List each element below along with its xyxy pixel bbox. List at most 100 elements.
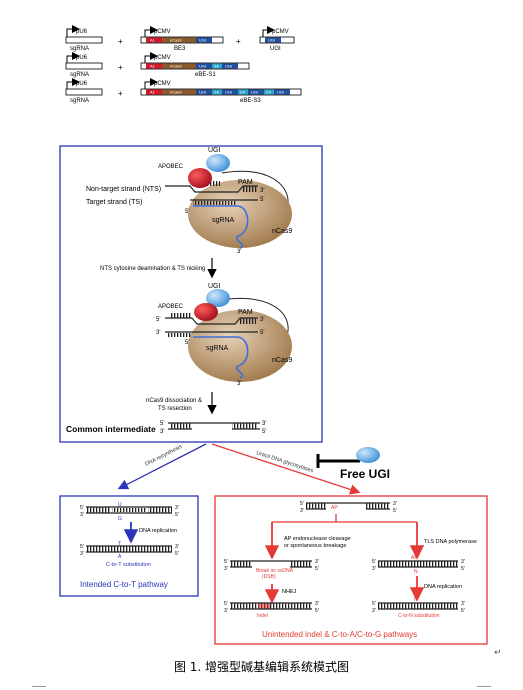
sgrna-label: sgRNA — [70, 72, 89, 78]
promoter-arrow — [262, 26, 275, 38]
sgrna-strand — [193, 205, 249, 249]
segment-label: A1 — [150, 90, 156, 95]
segment-label: UGI — [225, 90, 232, 95]
sgrna-label: sgRNA — [212, 217, 235, 224]
page-corner-mark — [477, 686, 491, 687]
end-label: 5' — [224, 559, 228, 565]
end-label: 3' — [262, 421, 266, 427]
promoter-label: pCMV — [154, 55, 171, 61]
end-label: 3' — [315, 559, 319, 565]
end-label: 5' — [372, 601, 376, 607]
end-label: 5' — [260, 197, 264, 203]
segment-label: A1 — [150, 38, 156, 43]
ap-site-label: AP — [331, 505, 338, 511]
resynthesis-label: DNA resynthesis — [144, 444, 183, 468]
apobec-segment — [146, 63, 162, 69]
dna-ticks — [378, 603, 458, 609]
segment-label: nCas9 — [170, 90, 182, 95]
complex-before: UGI APOBEC Non-target strand (NTS) Targe… — [86, 147, 292, 255]
segment-label: UGI — [268, 38, 275, 43]
end-label: 5' — [372, 559, 376, 565]
nts-strand — [191, 317, 241, 325]
dna-ticks — [86, 507, 110, 513]
ugi-protein — [206, 289, 230, 307]
indel-mark — [258, 603, 270, 609]
end-label: 3' — [224, 608, 228, 614]
free-ugi-label: Free UGI — [340, 467, 390, 481]
promoter-arrow — [144, 78, 158, 90]
sgrna-label: sgRNA — [206, 345, 229, 352]
apobec-label: APOBEC — [158, 164, 184, 170]
end-label: 5' — [393, 508, 397, 514]
plus-sign: + — [236, 37, 241, 46]
segment-label: UGI — [225, 64, 232, 69]
end-label: 3' — [175, 505, 179, 511]
break-label: Break on ssDNA — [256, 568, 294, 574]
plus-sign: + — [118, 89, 123, 98]
ncas9-segment — [162, 37, 196, 43]
segment-label: UGI — [199, 38, 206, 43]
sgrna-cassette — [65, 88, 103, 96]
segment-label: A1 — [150, 64, 156, 69]
dna-ticks — [170, 423, 192, 429]
guanine-label: G — [118, 516, 122, 522]
complex-after: UGI APOBEC PAM 5' 3' 3' 5' 5' sgRNA nCas… — [156, 283, 292, 387]
dna-ticks — [193, 201, 237, 205]
figure-caption: 图 1. 增强型碱基编辑系统模式图 — [173, 660, 350, 674]
right-dna-ap: 5' 3' 3' 5' AP — [300, 501, 397, 514]
promoter-arrow — [66, 25, 80, 38]
left-dna-2: 5' 3' 3' 5' T A — [80, 541, 179, 560]
end-label: 3' — [260, 188, 264, 194]
construct-name: UGI — [270, 46, 281, 52]
nhej-label: NHEJ — [282, 589, 297, 595]
end-label: 3' — [156, 330, 160, 336]
2a-segment — [264, 89, 274, 95]
segment-label: UGI — [199, 64, 206, 69]
end-label: 3' — [372, 566, 376, 572]
sgrna-label: sgRNA — [70, 46, 89, 52]
tls-label: TLS DNA polymerase — [424, 539, 477, 545]
uracil-label: U — [118, 502, 122, 508]
right-dna-break: 5' 3' 3' 5' Break on ssDNA (DSB) — [224, 559, 319, 580]
nts-strand — [189, 185, 244, 193]
ncas9-label: nCas9 — [272, 357, 292, 364]
end-label: 3' — [80, 551, 84, 557]
cleavage-label: AP endonuclease cleavage — [284, 536, 351, 542]
c-to-n-label: C-to-N substitution — [398, 613, 440, 619]
end-label: 5' — [224, 601, 228, 607]
dna-ticks — [232, 423, 258, 429]
end-label: 5' — [185, 340, 189, 346]
end-label: 3' — [300, 508, 304, 514]
construct-name: eBE-S3 — [240, 98, 261, 104]
end-label: 3' — [80, 512, 84, 518]
ugi-segment — [222, 63, 238, 69]
dna-ticks — [170, 313, 192, 318]
cleavage-label: or spontaneous breakage — [284, 543, 346, 549]
glycosylase-arrow — [211, 443, 361, 495]
ugi-segment — [274, 89, 290, 95]
dna-ticks — [378, 561, 458, 567]
2a-segment — [212, 63, 222, 69]
free-ugi-inhibition: Free UGI — [316, 447, 390, 481]
plus-sign: + — [118, 37, 123, 46]
ugi-label: UGI — [208, 147, 221, 154]
sgrna-cassette — [65, 62, 103, 70]
promoter-label: pU6 — [76, 81, 88, 87]
step-label: nCas9 dissociation & — [146, 398, 202, 404]
pam-label: PAM — [238, 179, 253, 186]
dna-ticks — [230, 603, 312, 609]
step-label: NTS cytosine deamination & TS nicking — [100, 266, 205, 272]
ncas9-protein — [188, 310, 292, 382]
construct-row-1: pU6 sgRNA + pCMV A1 nCas9 UGI BE3 + pCMV… — [65, 25, 295, 52]
right-dna-tls: 5' 3' 3' 5' AP N — [372, 555, 465, 575]
end-label: 5' — [315, 608, 319, 614]
construct-name: BE3 — [174, 46, 186, 52]
mechanism-panel — [59, 145, 323, 443]
intended-pathway-box — [59, 495, 199, 597]
end-label: 3' — [237, 381, 241, 387]
ugi-segment — [265, 37, 281, 43]
unintended-pathway-box — [214, 495, 488, 645]
apobec-label: APOBEC — [158, 304, 184, 310]
end-label: 5' — [156, 317, 160, 323]
